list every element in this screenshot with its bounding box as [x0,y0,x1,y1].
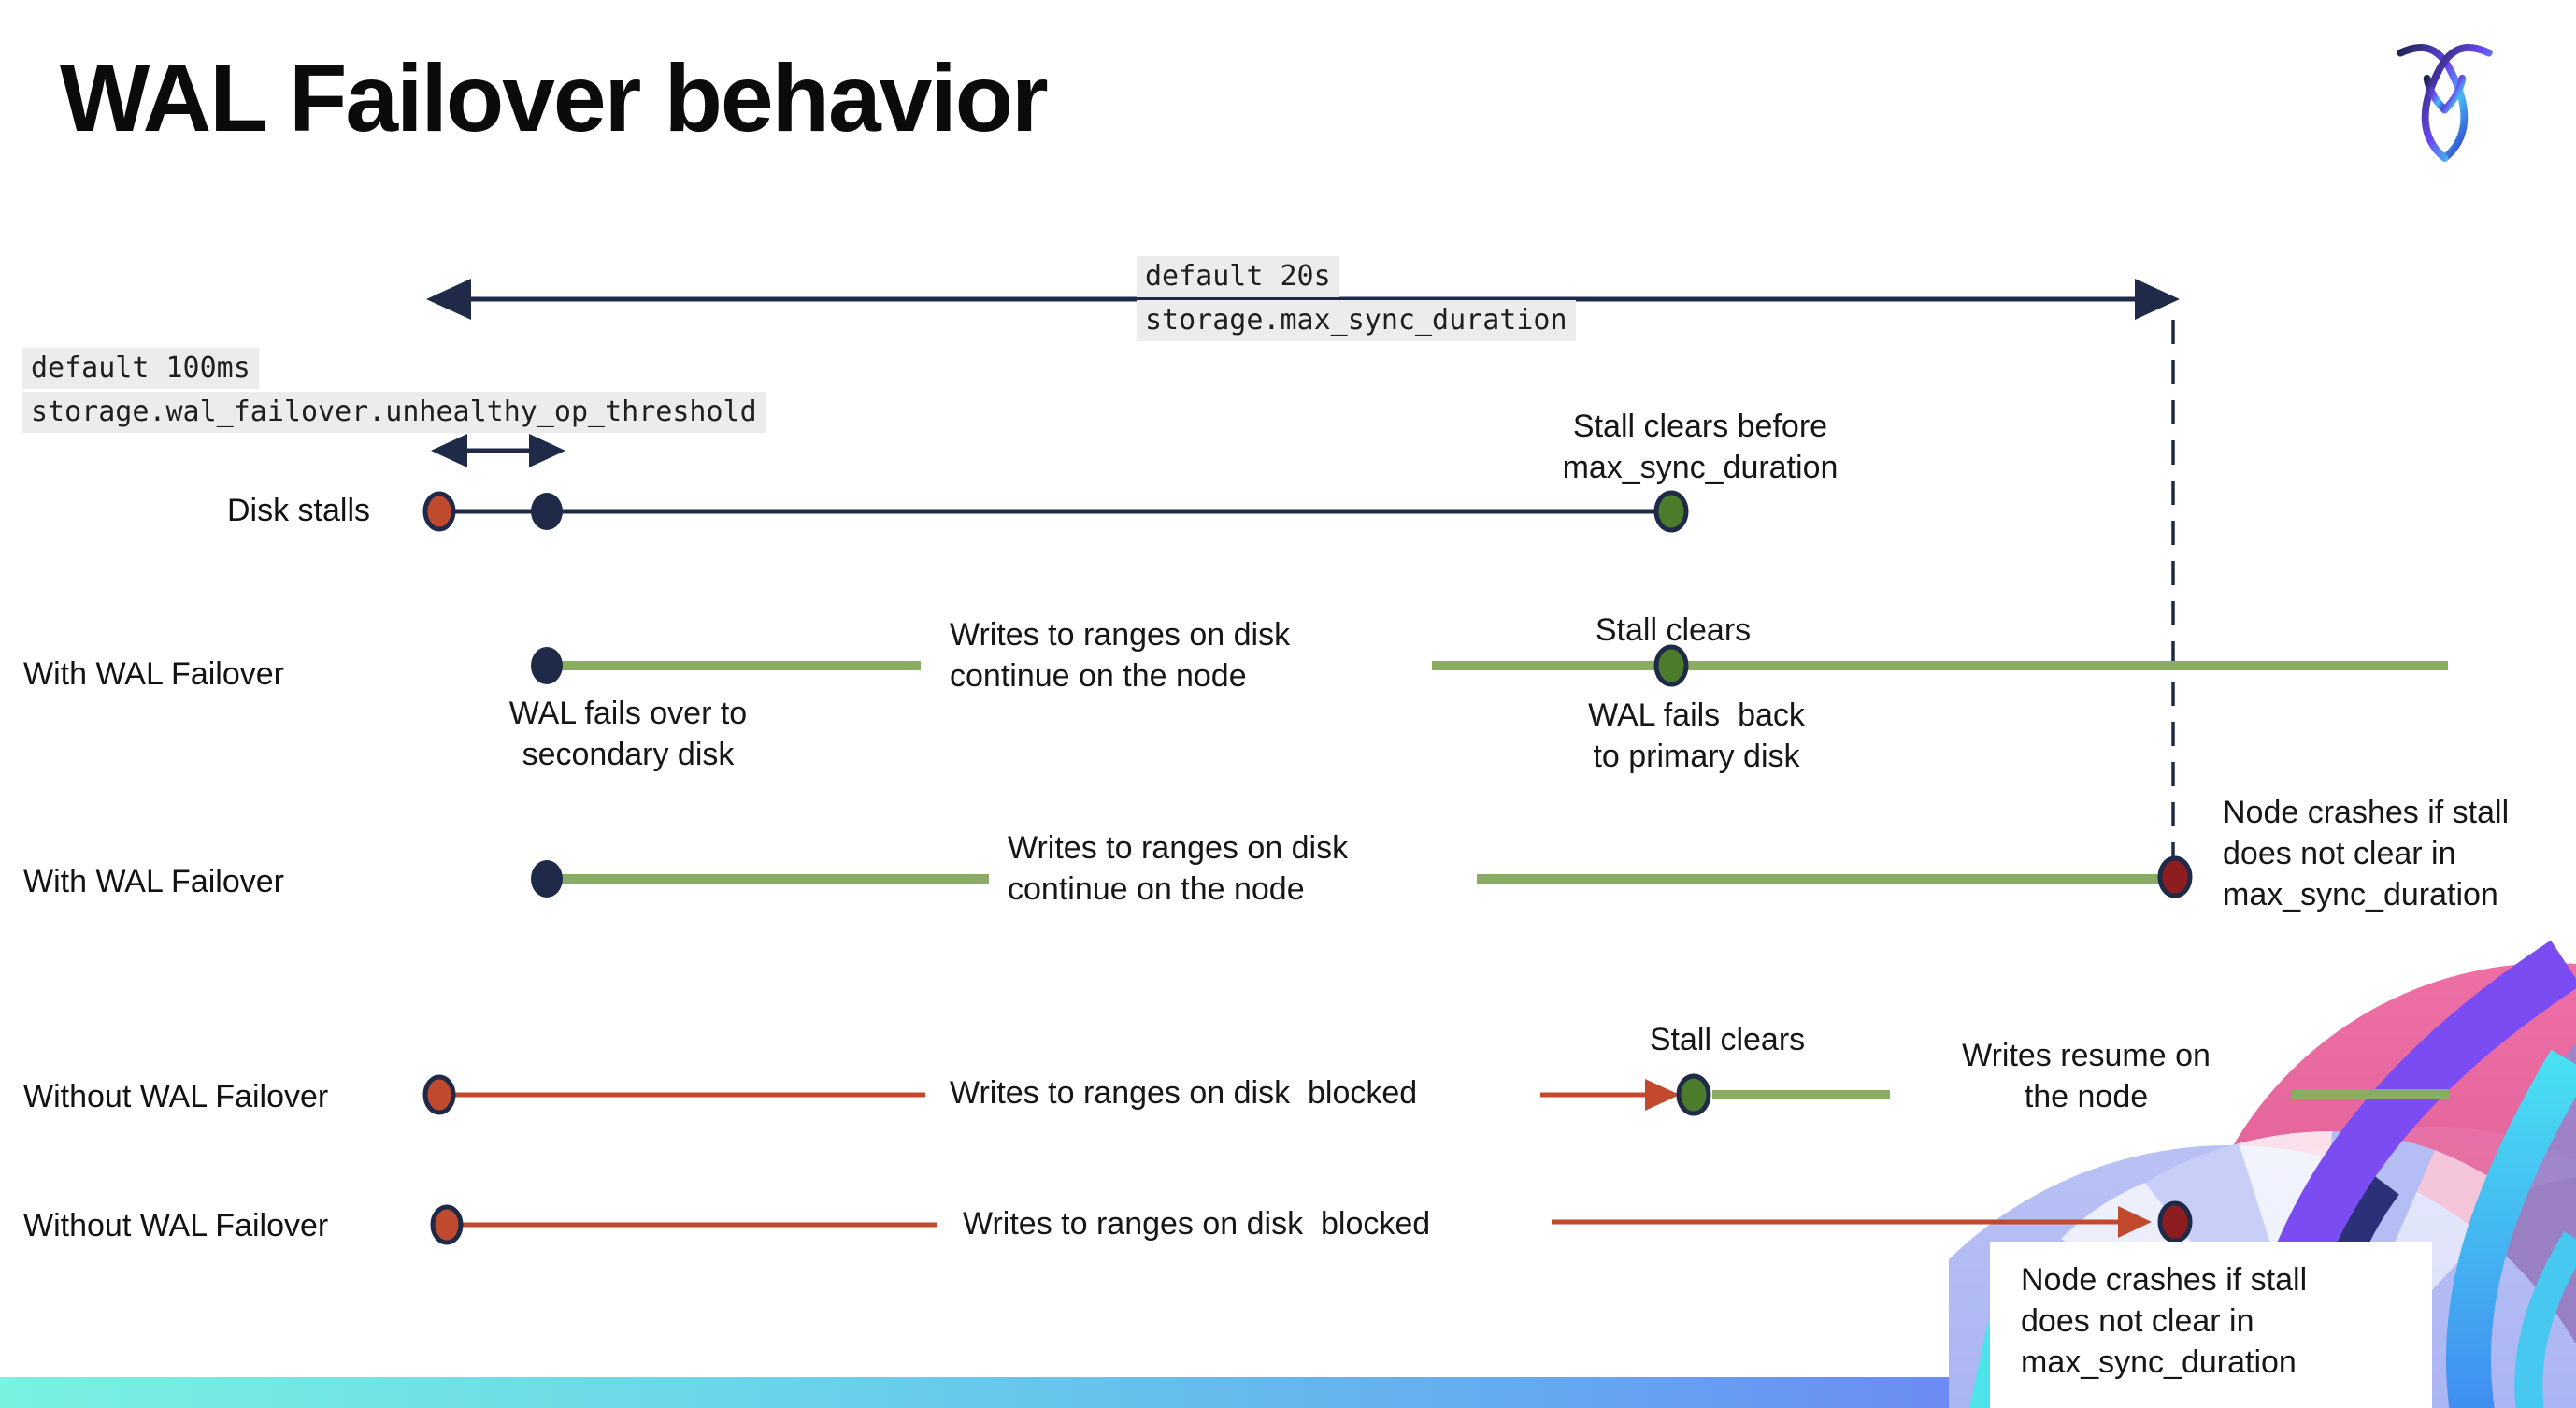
row-label-with-wal-1: With WAL Failover [23,656,284,692]
failover-dot [531,647,563,684]
timeline-disk-stalls [422,490,1689,533]
max-sync-default-label: default 20s [1137,256,1339,297]
writes-continue-note: Writes to ranges on disk continue on the… [1008,830,1349,907]
writes-blocked-note: Writes to ranges on disk blocked [950,1075,1418,1111]
failover-note: WAL fails over to secondary disk [508,696,748,772]
unhealthy-op-setting-label: storage.wal_failover.unhealthy_op_thresh… [22,392,766,433]
writes-resume-note: Writes resume on the node [1962,1038,2211,1114]
failback-dot [1653,644,1689,687]
page-title: WAL Failover behavior [60,45,1049,151]
timeline-without-wal-2 [430,1200,2193,1245]
unhealthy-op-default-label: default 100ms [22,348,259,389]
stall-clears-note: Stall clears [1649,1022,1806,1057]
node-crash-note: Node crashes if stall does not clear in … [2021,1262,2308,1380]
threshold-dot [531,493,563,530]
unhealthy-op-threshold-arrow [431,434,565,467]
max-sync-setting-label: storage.max_sync_duration [1137,300,1576,341]
writes-continue-note: Writes to ranges on disk continue on the… [950,617,1291,694]
stall-clears-dot [1676,1073,1711,1116]
stall-clears-before-note: Stall clears before max_sync_duration [1562,409,1839,485]
timeline-with-wal-1 [531,644,2448,687]
timeline-without-wal-1 [422,1073,2449,1116]
crash-note-card [1990,1242,2432,1408]
row-label-disk-stalls: Disk stalls [227,493,371,528]
row-label-with-wal-2: With WAL Failover [23,864,284,899]
timeline-with-wal-2 [531,855,2193,898]
stall-clears-dot [1653,490,1689,533]
stall-clears-note: Stall clears [1595,612,1752,648]
max-sync-duration-arrow [426,279,2180,320]
node-crash-dot [2157,1200,2193,1243]
stall-start-dot [422,1074,456,1115]
stall-start-dot [430,1204,464,1245]
row-label-without-wal-1: Without WAL Failover [23,1079,329,1114]
failover-dot [531,860,563,898]
writes-blocked-note: Writes to ranges on disk blocked [963,1206,1431,1242]
failback-note: WAL fails back to primary disk [1588,697,1805,774]
node-crash-dot [2157,855,2193,898]
row-label-without-wal-2: Without WAL Failover [23,1208,329,1243]
stall-start-dot [422,491,456,532]
node-crash-note: Node crashes if stall does not clear in … [2223,795,2510,912]
cockroach-logo-icon [2397,43,2493,162]
